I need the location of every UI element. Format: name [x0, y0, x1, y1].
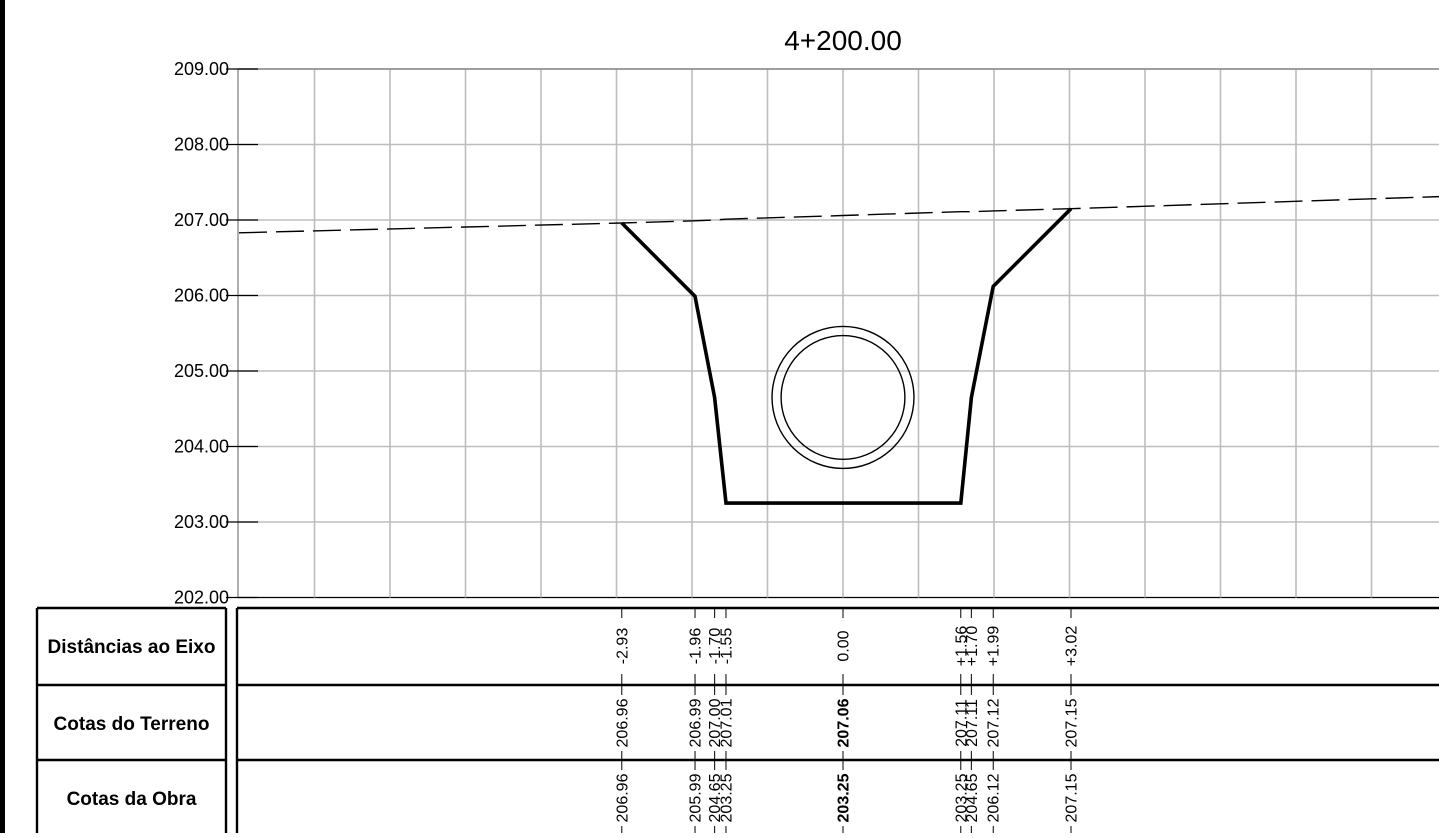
y-tick-label: 204.00 — [174, 437, 229, 457]
table-value-label: +1.56 — [953, 626, 970, 667]
data-table: Distâncias ao Eixo -2.93 -1.96-1.70-1.55 0.… — [35, 606, 1439, 836]
pipe — [771, 325, 915, 470]
table-row-label: Cotas da Obra — [67, 789, 197, 810]
y-tick-label: 209.00 — [174, 59, 229, 79]
y-tick-label: 207.00 — [174, 210, 229, 230]
y-tick-label: 205.00 — [174, 361, 229, 381]
grid — [237, 68, 1439, 599]
table-value-label: 207.11 — [953, 699, 970, 747]
table-value-label: 203.25 — [836, 773, 853, 822]
table-value-label: -2.93 — [614, 628, 631, 665]
pipe-inner-circle — [780, 334, 906, 461]
y-axis: 209.00 208.00 207.00 206.00 205.00 204.00 203.… — [174, 59, 258, 608]
table-value-label: 206.12 — [986, 773, 1003, 822]
sheet-left-border — [0, 0, 5, 833]
table-value-label: 206.99 — [688, 698, 705, 747]
y-tick-label: 206.00 — [174, 286, 229, 306]
table-value-label: 206.96 — [614, 773, 631, 822]
table-row-label: Cotas do Terreno — [54, 714, 210, 735]
table-value-label: 203.25 — [719, 773, 736, 822]
table-value-label: -1.55 — [719, 628, 736, 665]
y-tick-label: 203.00 — [174, 512, 229, 532]
table-value-label: 207.06 — [836, 698, 853, 747]
table-row-label: Distâncias ao Eixo — [48, 637, 216, 658]
table-value-label: 207.01 — [719, 698, 736, 747]
table-value-label: -1.70 — [707, 628, 724, 665]
table-value-label: 204.65 — [707, 773, 724, 822]
table-value-label: 207.15 — [1064, 773, 1081, 822]
table-value-label: 203.25 — [953, 773, 970, 822]
table-value-label: -1.96 — [688, 628, 705, 665]
table-value-label: +3.02 — [1064, 626, 1081, 667]
profile-lines — [238, 195, 1439, 505]
table-value-label: 207.12 — [986, 698, 1003, 747]
y-tick-label: 202.00 — [174, 588, 229, 608]
table-value-label: 207.00 — [707, 698, 724, 747]
table-value-label: 0.00 — [836, 630, 853, 661]
table-value-label: +1.99 — [986, 626, 1003, 667]
y-tick-label: 208.00 — [174, 135, 229, 155]
table-value-label: 206.96 — [614, 698, 631, 747]
table-value-label: 207.11 — [964, 699, 981, 747]
pipe-outer-circle — [771, 325, 915, 470]
section-title: 4+200.00 — [784, 25, 902, 56]
table-value-label: 204.65 — [964, 773, 981, 822]
works-line — [620, 207, 1073, 505]
table-value-label: 205.99 — [688, 773, 705, 822]
table-value-label: +1.70 — [964, 626, 981, 667]
terrain-line — [238, 195, 1439, 234]
table-value-label: 207.15 — [1064, 698, 1081, 747]
